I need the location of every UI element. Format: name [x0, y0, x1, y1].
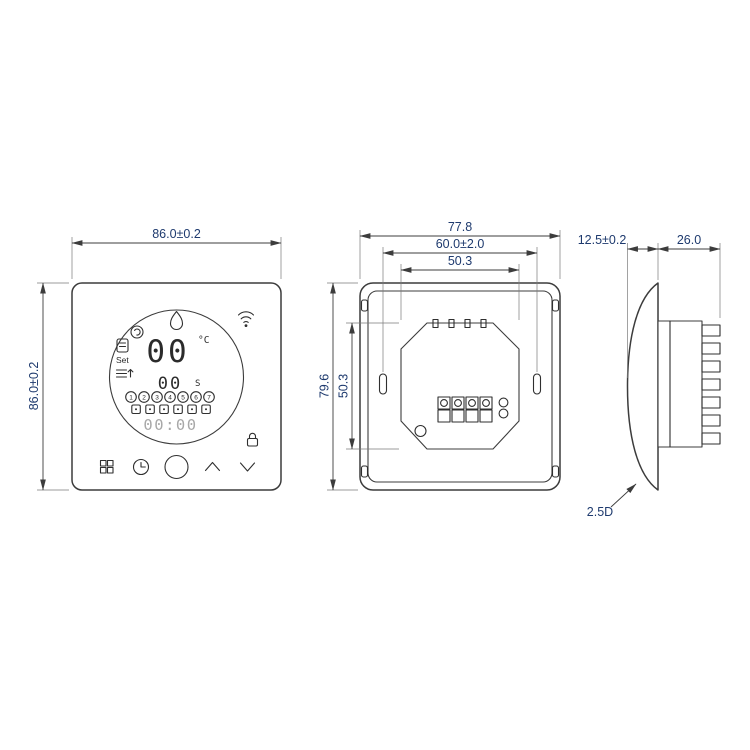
panel-profile — [626, 282, 659, 491]
panel-depth-label: 12.5±0.2 — [578, 233, 627, 247]
program-button[interactable] — [99, 459, 114, 474]
front-width-label: 86.0±0.2 — [152, 227, 201, 241]
plate-width-dimension: 50.3 — [400, 254, 520, 320]
body-depth-dimension: 26.0 — [657, 233, 721, 318]
screw-hole — [414, 424, 427, 438]
side-clips — [360, 299, 560, 478]
manual-mode-icon — [116, 338, 129, 353]
plate-clips — [432, 318, 487, 329]
mounting-slot-left — [378, 373, 388, 395]
terminal-block — [437, 396, 509, 423]
back-height-dimension: 79.6 — [318, 282, 358, 491]
power-button[interactable] — [164, 454, 189, 480]
flame-icon — [169, 310, 184, 331]
front-height-label: 86.0±0.2 — [27, 362, 41, 411]
side-view — [626, 282, 721, 491]
power-icon — [164, 454, 189, 480]
week-day-indicators: 1 2 3 4 5 6 7 — [125, 391, 215, 403]
back-width-label: 77.8 — [448, 220, 472, 234]
front-width-dimension: 86.0±0.2 — [71, 227, 282, 279]
clock-icon — [132, 458, 150, 476]
week-day: 3 — [155, 394, 159, 401]
back-height-label: 79.6 — [318, 374, 332, 398]
set-value: 00 — [158, 374, 182, 394]
temp-value: 00 — [146, 334, 189, 370]
temp-up-button[interactable] — [204, 461, 221, 472]
back-view — [359, 282, 561, 491]
mounting-spacing-label: 60.0±2.0 — [436, 237, 485, 251]
chevron-up-icon — [204, 461, 221, 472]
mounting-plate — [400, 322, 520, 450]
body-depth-label: 26.0 — [677, 233, 701, 247]
week-day: 6 — [194, 394, 198, 401]
mounting-spacing-dimension: 60.0±2.0 — [382, 237, 538, 372]
back-width-dimension: 77.8 — [359, 220, 561, 279]
clock-button[interactable] — [132, 458, 150, 476]
grid-icon — [99, 459, 114, 474]
set-label: Set — [116, 355, 129, 365]
edge-radius-dimension: 2.5D — [587, 483, 637, 519]
front-height-dimension: 86.0±0.2 — [27, 282, 69, 491]
mounting-slot-right — [532, 373, 542, 395]
panel-depth-dimension: 12.5±0.2 — [578, 233, 659, 378]
floor-sensor-icon — [115, 368, 134, 378]
body-profile — [657, 320, 703, 448]
lock-icon — [246, 432, 259, 447]
week-day: 4 — [168, 394, 172, 401]
edge-radius-label: 2.5D — [587, 505, 613, 519]
plate-height-label: 50.3 — [337, 374, 351, 398]
temp-unit: °C — [198, 335, 209, 346]
week-day: 2 — [142, 394, 146, 401]
plate-width-label: 50.3 — [448, 254, 472, 268]
set-unit: S — [195, 379, 200, 389]
week-day: 1 — [129, 394, 133, 401]
temp-down-button[interactable] — [239, 462, 256, 472]
mode-icons — [131, 404, 211, 415]
week-day: 5 — [181, 394, 185, 401]
front-view: 00 °C 00 S Set 1 2 3 4 5 6 7 — [71, 282, 282, 491]
wifi-icon — [237, 311, 255, 327]
fan-icon — [130, 325, 144, 339]
heat-sink-fins — [701, 324, 721, 445]
plate-height-dimension: 50.3 — [337, 322, 399, 450]
chevron-down-icon — [239, 462, 256, 472]
week-day: 7 — [207, 394, 211, 401]
time-value: 00:00 — [143, 416, 197, 434]
